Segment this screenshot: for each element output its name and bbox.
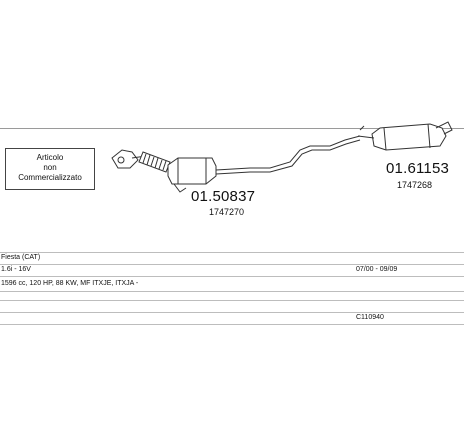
table-divider [0,324,464,325]
production-period: 07/00 - 09/09 [356,266,398,273]
middle-pipe-part [215,135,361,171]
table-divider [0,300,464,301]
notice-line-2: non [43,163,57,172]
front-silencer-part [167,157,217,193]
notice-line-1: Articolo [36,153,64,162]
exhaust-diagram [111,121,453,193]
catalog-code: C110940 [356,314,384,321]
table-divider [0,276,464,277]
engine-details: 1596 cc, 120 HP, 88 KW, MF ITXJE, ITXJA … [1,280,139,287]
rear-silencer-part [357,121,453,151]
part-ref-front: 1747270 [209,207,245,217]
part-ref-rear: 1747268 [397,180,433,190]
table-divider [0,312,464,313]
table-divider [0,291,464,292]
part-code-rear[interactable]: 01.61153 [386,160,450,177]
engine-spec: 1.6i - 16V [1,266,31,273]
not-sold-notice-box: Articolo non Commercializzato [5,148,95,190]
notice-line-3: Commercializzato [18,173,82,182]
flex-pipe-part [138,151,171,173]
top-divider [0,128,464,129]
vehicle-model: Fiesta (CAT) [1,254,41,261]
table-divider [0,264,464,265]
part-code-front[interactable]: 01.50837 [191,188,256,205]
table-divider [0,252,464,253]
